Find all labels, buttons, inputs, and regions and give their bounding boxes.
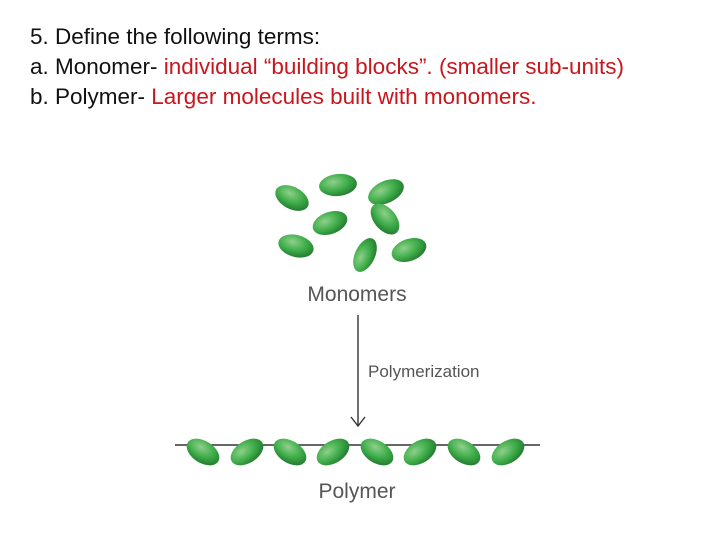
polymer-unit-2	[230, 438, 264, 466]
monomer-3	[368, 179, 404, 205]
polymer-unit-1	[186, 438, 220, 466]
monomer-2	[319, 173, 357, 197]
monomer-5	[370, 203, 400, 235]
polymerization-label: Polymerization	[368, 362, 480, 381]
question-text: 5. Define the following terms: a. Monome…	[30, 22, 700, 112]
polymer-label: Polymer	[318, 480, 395, 503]
monomer-1	[275, 185, 309, 211]
polymer-unit-7	[447, 438, 481, 466]
polymer-unit-4	[316, 438, 350, 466]
monomer-7	[353, 238, 377, 272]
polymer-unit-3	[273, 438, 307, 466]
polymer-chain	[175, 438, 540, 466]
monomer-8	[391, 237, 427, 263]
polymer-unit-8	[491, 438, 525, 466]
polymerization-arrow	[350, 315, 366, 428]
polymer-term: b. Polymer-	[30, 84, 152, 109]
polymer-definition: Larger molecules built with monomers.	[151, 84, 537, 109]
polymer-unit-6	[403, 438, 437, 466]
monomer-4	[312, 210, 348, 236]
monomer-cluster	[275, 173, 427, 272]
monomer-6	[278, 234, 314, 258]
polymer-definition-line: b. Polymer- Larger molecules built with …	[30, 82, 700, 112]
monomers-label: Monomers	[307, 283, 406, 306]
question-prompt: 5. Define the following terms:	[30, 24, 321, 49]
monomer-term: a. Monomer-	[30, 54, 164, 79]
monomer-definition: individual “building blocks”. (smaller s…	[163, 54, 624, 79]
monomer-definition-line: a. Monomer- individual “building blocks”…	[30, 52, 700, 82]
polymer-unit-5	[360, 438, 394, 466]
